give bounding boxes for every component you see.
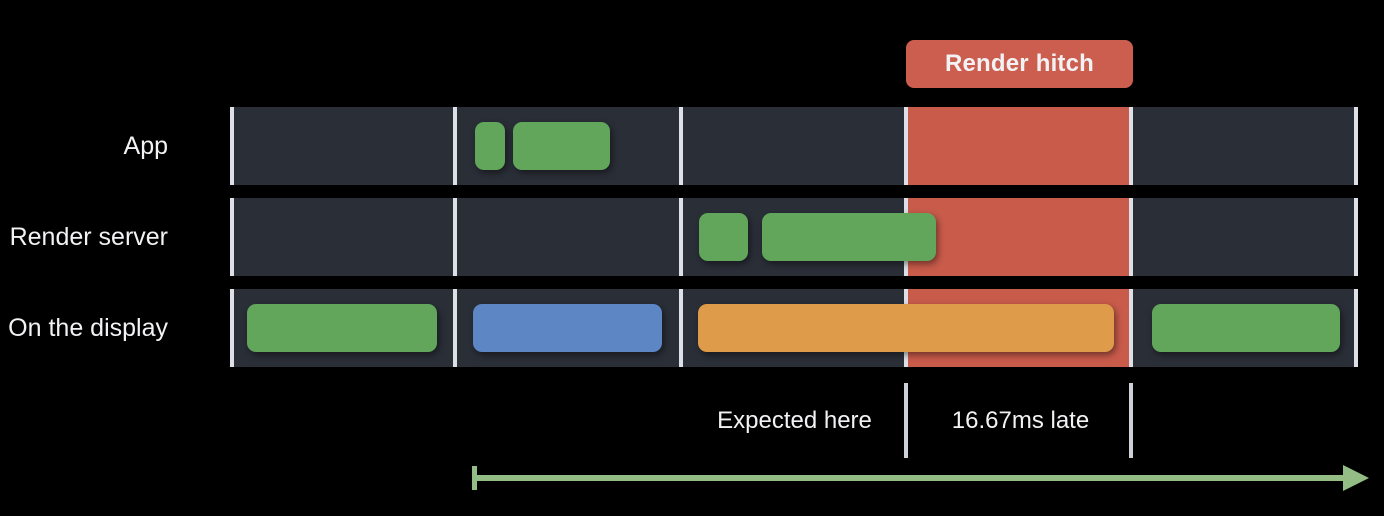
render-hitch-badge: Render hitch <box>906 40 1133 88</box>
row-label-app: App <box>123 132 168 160</box>
timeline-row-display: On the display <box>0 289 1384 367</box>
frame-divider <box>230 107 234 185</box>
late-frame-tick <box>1129 383 1133 458</box>
row-label-display: On the display <box>8 314 168 342</box>
frame-divider <box>679 289 683 367</box>
frame-divider <box>1129 289 1133 367</box>
frame-divider <box>679 198 683 276</box>
frame-divider <box>453 289 457 367</box>
expected-here-label: Expected here <box>717 407 872 434</box>
frame-divider <box>453 198 457 276</box>
display-work-block <box>473 304 662 352</box>
track-render-server <box>230 198 1358 276</box>
time-arrow-line <box>472 475 1345 481</box>
frame-divider <box>1129 107 1133 185</box>
render-server-work-block <box>699 213 748 261</box>
frame-divider <box>1354 107 1358 185</box>
late-label: 16.67ms late <box>951 407 1090 434</box>
display-work-block <box>1152 304 1340 352</box>
frame-divider <box>1354 289 1358 367</box>
expected-frame-tick <box>904 383 908 458</box>
frame-divider <box>1129 198 1133 276</box>
render-server-work-block <box>762 213 936 261</box>
render-hitch-badge-label: Render hitch <box>944 50 1095 77</box>
frame-divider <box>1354 198 1358 276</box>
hitch-zone <box>904 107 1133 185</box>
timeline-row-app: App <box>0 107 1384 185</box>
frame-divider <box>904 107 908 185</box>
timeline-row-render-server: Render server <box>0 198 1384 276</box>
app-work-block <box>475 122 505 170</box>
display-work-block <box>698 304 1114 352</box>
frame-divider <box>453 107 457 185</box>
app-work-block <box>513 122 610 170</box>
frame-divider <box>230 198 234 276</box>
track-display <box>230 289 1358 367</box>
hitch-zone <box>904 198 1133 276</box>
display-work-block <box>247 304 437 352</box>
frame-divider <box>230 289 234 367</box>
track-app <box>230 107 1358 185</box>
row-label-render-server: Render server <box>9 223 168 251</box>
frame-divider <box>679 107 683 185</box>
time-arrow-head-icon <box>1343 465 1369 491</box>
